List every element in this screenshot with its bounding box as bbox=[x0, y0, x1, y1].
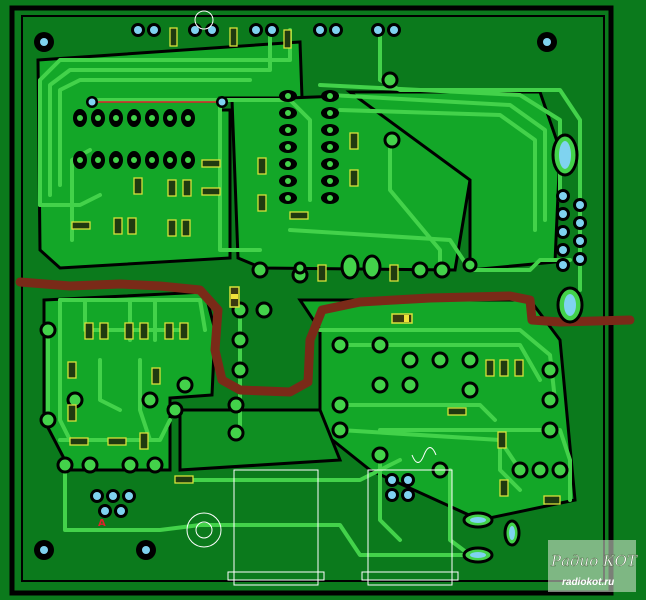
ground-cut-line bbox=[15, 277, 635, 397]
watermark: Радио КОТ radiokot.ru bbox=[548, 540, 638, 592]
connector-bottom-left bbox=[90, 489, 136, 518]
smd-components bbox=[67, 27, 561, 505]
board-outline-outer bbox=[9, 5, 614, 596]
silk-mount-circle bbox=[186, 512, 222, 548]
silkscreen bbox=[186, 10, 459, 586]
watermark-box bbox=[548, 540, 636, 592]
connector-bottom-middle bbox=[385, 473, 415, 502]
watermark-url: radiokot.ru bbox=[562, 577, 614, 588]
through-hole-pads bbox=[39, 71, 569, 479]
diode-d2 bbox=[391, 313, 413, 324]
silk-jack-1 bbox=[233, 469, 319, 586]
connector-right bbox=[556, 189, 587, 272]
board-outline-inner bbox=[21, 15, 605, 582]
connector-pads bbox=[86, 23, 587, 518]
watermark-title: Радио КОТ bbox=[550, 552, 638, 570]
marker-label-a: A bbox=[98, 518, 106, 529]
highlighted-components bbox=[229, 286, 413, 324]
connector-top-left bbox=[86, 23, 401, 108]
silk-jack-2 bbox=[367, 469, 453, 586]
mounting-holes bbox=[34, 32, 557, 560]
